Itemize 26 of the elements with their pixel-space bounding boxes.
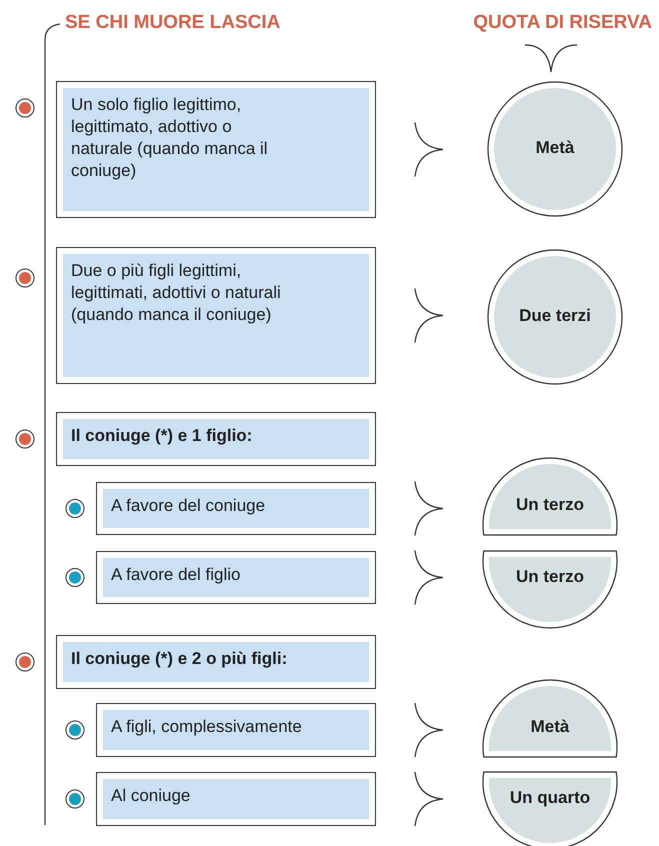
text-box [56, 81, 376, 218]
quota-text: Due terzi [518, 306, 592, 326]
quota-circle [488, 250, 622, 384]
text-box [96, 551, 376, 604]
quota-text: Un terzo [515, 495, 585, 515]
quota-circle [488, 82, 622, 216]
box-text: A favore del figlio [110, 564, 242, 586]
box-text: Al coniuge [110, 785, 192, 807]
quota-text: Metà [534, 138, 576, 158]
box-text: Due o più figli legittimi, legittimati, adottivi o naturali (quando manca il coniuge) [70, 260, 282, 326]
column-heading: SE CHI MUORE LASCIA [65, 12, 280, 34]
quota-text: Metà [530, 717, 570, 737]
text-box [96, 482, 376, 535]
box-text: Un solo figlio legittimo, legittimato, adottivo o naturale (quando manca il coniuge) [70, 94, 269, 182]
box-text: A figli, complessivamente [110, 716, 303, 738]
group-heading: Il coniuge (*) e 1 figlio: [70, 425, 254, 447]
quota-text: Un quarto [508, 788, 592, 808]
column-heading: QUOTA DI RISERVA [473, 12, 652, 34]
text-box [56, 247, 376, 384]
text-box [96, 703, 376, 757]
text-box [56, 412, 376, 466]
box-text: A favore del coniuge [110, 495, 266, 517]
text-box [56, 635, 376, 689]
group-heading: Il coniuge (*) e 2 o più figli: [70, 648, 288, 670]
quota-text: Un terzo [515, 567, 585, 587]
text-box [96, 772, 376, 826]
